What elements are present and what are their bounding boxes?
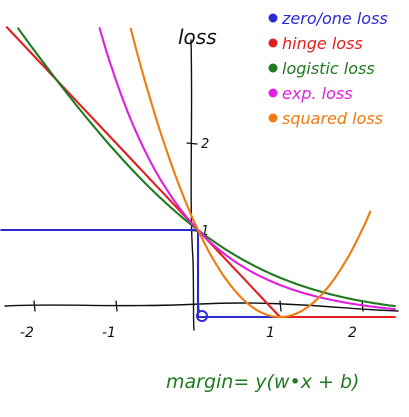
zero-one-loss-legend-label: zero/one loss [281, 9, 388, 28]
x-tick-label-0: -2 [20, 325, 34, 341]
squared-loss-curve [129, 27, 372, 319]
y-tick-label-1: 2 [201, 137, 209, 152]
exp-loss-curve [98, 27, 396, 311]
axes [4, 39, 399, 331]
x-tick-0 [33, 300, 36, 312]
zero-one-loss-legend-dot [268, 13, 278, 23]
x-tick-1 [115, 300, 118, 312]
squared-loss-legend-dot [268, 113, 278, 123]
logistic-loss-curve [17, 27, 396, 308]
x-axis-line [4, 302, 399, 312]
x-tick-label-3: 1 [266, 325, 275, 341]
x-axis-label: margin= y(w•x + b) [166, 371, 359, 393]
x-tick-label-1: -1 [102, 325, 116, 341]
zero-one-step-marker [196, 310, 208, 322]
hinge-loss-legend-dot [268, 38, 278, 48]
squared-loss-legend-label: squared loss [282, 109, 383, 128]
x-tick-label-4: 2 [348, 325, 357, 341]
loss-curves [0, 26, 396, 322]
logistic-loss-legend-dot [268, 63, 278, 73]
hinge-loss-legend-label: hinge loss [282, 34, 363, 53]
y-axis-line [190, 39, 195, 331]
exp-loss-legend-label: exp. loss [282, 84, 353, 103]
zero-one-loss-curve [0, 228, 396, 319]
y-tick-1 [186, 142, 198, 145]
exp-loss-legend-dot [268, 88, 278, 98]
x-tick-3 [279, 300, 282, 312]
y-tick-label-0: 1 [201, 224, 209, 239]
logistic-loss-legend-label: logistic loss [282, 59, 375, 78]
y-axis-label: loss [178, 25, 217, 49]
legend: zero/one loss hinge loss logistic loss exp.… [268, 9, 388, 128]
